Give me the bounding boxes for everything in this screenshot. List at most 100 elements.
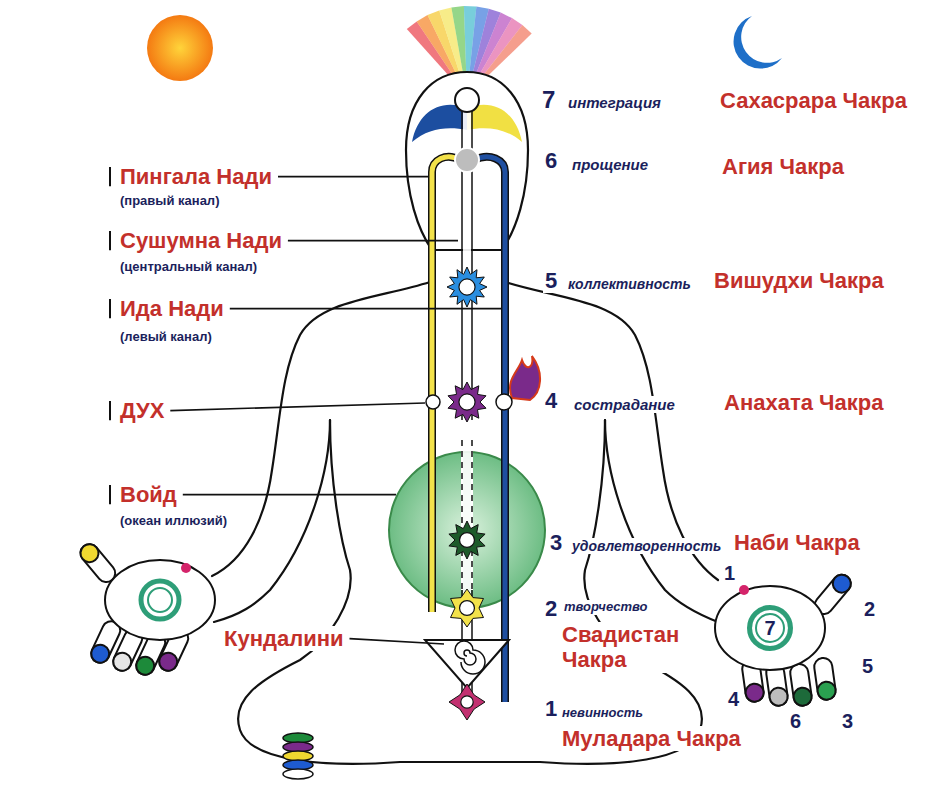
chakra-symbol bbox=[449, 684, 485, 720]
leader-lines bbox=[170, 403, 425, 411]
left-hand bbox=[141, 581, 179, 619]
left-hand bbox=[77, 541, 102, 566]
channel-name: Сушумна Нади bbox=[118, 228, 284, 253]
chakra-symbol bbox=[449, 521, 485, 559]
right-hand bbox=[715, 586, 825, 670]
chakra-symbol bbox=[448, 382, 486, 422]
sun-symbol bbox=[147, 15, 213, 81]
body-outline bbox=[214, 420, 330, 622]
chakra-quality: удовлетворенность bbox=[570, 538, 723, 554]
chakra-name: Свадистан Чакра bbox=[560, 622, 714, 673]
left-hand bbox=[148, 588, 172, 612]
bracelet bbox=[283, 733, 313, 779]
body-outline bbox=[212, 72, 718, 764]
chakra-name: Вишудхи Чакра bbox=[712, 268, 886, 293]
energy-channels bbox=[462, 440, 472, 590]
left-hand bbox=[88, 642, 112, 666]
right-hand bbox=[715, 571, 854, 707]
right-hand bbox=[813, 657, 837, 701]
channel-note: (правый канал) bbox=[118, 194, 221, 209]
palm-circle: 7 bbox=[747, 605, 793, 651]
finger-number: 7 bbox=[764, 618, 775, 638]
bracelet bbox=[283, 769, 313, 779]
void-label: Войд bbox=[118, 482, 179, 507]
energy-channels bbox=[474, 157, 505, 702]
right-hand bbox=[744, 683, 764, 703]
chakra-symbol bbox=[455, 88, 479, 112]
chakra-name: Агия Чакра bbox=[720, 154, 846, 179]
left-hand bbox=[133, 654, 157, 678]
channel-name: Ида Нади bbox=[118, 296, 226, 321]
right-hand bbox=[829, 571, 854, 596]
chakra-name: Анахата Чакра bbox=[722, 390, 885, 415]
left-hand bbox=[181, 563, 191, 573]
right-hand bbox=[813, 657, 837, 701]
leader-lines bbox=[109, 299, 111, 318]
chakra-number: 7 bbox=[540, 86, 557, 114]
finger-number: 2 bbox=[862, 598, 877, 621]
leader-lines bbox=[109, 485, 111, 504]
chakra-symbol bbox=[461, 696, 473, 708]
chakra-number: 5 bbox=[543, 268, 559, 293]
kundalini-label: Кундалини bbox=[222, 626, 345, 651]
energy-channels bbox=[462, 440, 472, 590]
left-hand bbox=[156, 650, 180, 674]
leader-lines bbox=[109, 231, 111, 250]
chakra-symbol bbox=[496, 394, 512, 410]
leader-lines bbox=[278, 176, 428, 178]
leader-lines bbox=[109, 401, 111, 420]
right-hand bbox=[768, 687, 788, 707]
head-hemispheres bbox=[412, 105, 467, 142]
right-hand bbox=[789, 663, 813, 707]
chakra-quality: сострадание bbox=[572, 396, 677, 413]
finger-number: 4 bbox=[726, 688, 741, 711]
chakra-symbol bbox=[451, 589, 484, 627]
left-hand bbox=[110, 650, 134, 674]
right-hand bbox=[816, 681, 836, 701]
chakra-name: Сахасрара Чакра bbox=[718, 88, 909, 113]
left-hand bbox=[77, 541, 215, 678]
finger-number: 3 bbox=[840, 710, 855, 733]
chakra-symbol bbox=[455, 148, 479, 172]
chakra-symbol bbox=[460, 601, 475, 616]
moon-symbol bbox=[734, 16, 782, 69]
chakra-quality: невинность bbox=[560, 706, 645, 721]
kundalini-symbol bbox=[425, 640, 509, 688]
leader-lines bbox=[230, 308, 501, 310]
leader-lines bbox=[350, 639, 445, 644]
channel-note: (левый канал) bbox=[118, 330, 214, 345]
right-hand bbox=[792, 687, 812, 707]
moon-symbol bbox=[734, 16, 782, 69]
finger-number: 1 bbox=[722, 562, 737, 585]
spirit-label: ДУХ bbox=[118, 398, 166, 423]
heart-flame bbox=[510, 356, 540, 400]
right-hand bbox=[789, 663, 813, 707]
chakra-quality: творчество bbox=[562, 600, 650, 615]
chakra-number: 3 bbox=[548, 530, 564, 555]
chakra-symbol bbox=[447, 267, 487, 307]
chakra-symbol bbox=[426, 395, 440, 409]
chakra-symbol bbox=[426, 88, 512, 720]
chakra-number: 4 bbox=[543, 388, 559, 413]
chakra-number: 6 bbox=[543, 148, 559, 173]
chakra-quality: интеграция bbox=[566, 94, 663, 111]
head-hemispheres bbox=[467, 105, 522, 142]
sun-symbol bbox=[147, 15, 213, 81]
chakra-name: Муладара Чакра bbox=[560, 726, 743, 751]
body-outline bbox=[605, 420, 718, 622]
energy-channels bbox=[474, 157, 505, 702]
right-hand bbox=[739, 585, 749, 595]
leader-lines bbox=[109, 167, 111, 186]
chakra-number: 2 bbox=[543, 596, 559, 621]
chakra-quality: прощение bbox=[570, 156, 650, 173]
finger-number: 6 bbox=[788, 710, 803, 733]
left-hand bbox=[105, 560, 215, 640]
chakra-symbol bbox=[460, 533, 475, 548]
heart-flame bbox=[510, 356, 540, 400]
channel-note: (центральный канал) bbox=[118, 260, 259, 275]
void-note: (океан иллюзий) bbox=[118, 514, 229, 529]
kundalini-symbol bbox=[455, 641, 485, 674]
energy-channels bbox=[432, 100, 505, 702]
leader-lines bbox=[183, 494, 396, 496]
